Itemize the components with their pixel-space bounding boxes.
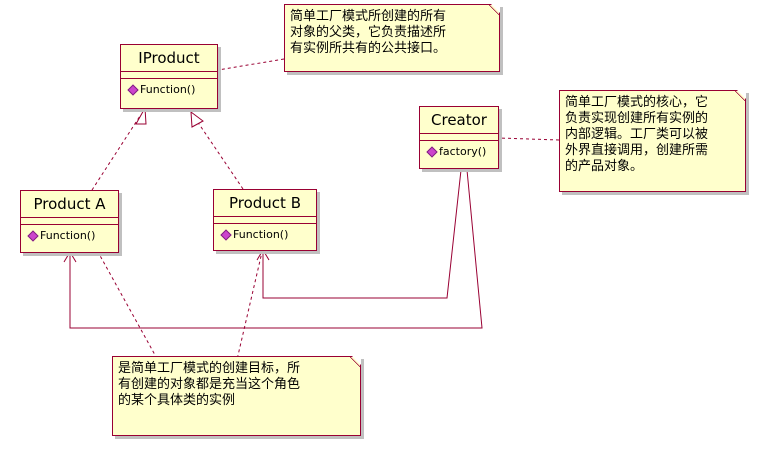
note-anchor-product-b (235, 251, 263, 365)
creator-operation: factory() (439, 145, 487, 158)
iproduct-class[interactable]: IProduct Function() (120, 44, 218, 109)
dependency-line-creator-product-a (69, 169, 483, 329)
creator-note[interactable]: 简单工厂模式的核心，它 负责实现创建所有实例的 内部逻辑。工厂类可以被 外界直接… (559, 90, 746, 192)
iproduct-class-name: IProduct (121, 45, 217, 72)
iproduct-operations-compartment: Function() (121, 79, 217, 96)
realization-line-product-a (91, 115, 141, 191)
realization-line-product-b (196, 120, 244, 190)
creator-note-text: 简单工厂模式的核心，它 负责实现创建所有实例的 内部逻辑。工厂类可以被 外界直接… (565, 95, 709, 174)
iproduct-note-text: 简单工厂模式所创建的所有 对象的父类，它负责描述所 有实例所共有的公共接口。 (290, 9, 447, 56)
creator-operations-compartment: factory() (420, 141, 498, 158)
iproduct-note[interactable]: 简单工厂模式所创建的所有 对象的父类，它负责描述所 有实例所共有的公共接口。 (284, 4, 500, 72)
product-b-class-name: Product B (214, 190, 316, 217)
note-fold-line (734, 90, 746, 102)
iproduct-operation: Function() (140, 83, 196, 96)
product-a-attributes-compartment (21, 218, 118, 225)
note-fold-line (488, 4, 500, 16)
product-a-class[interactable]: Product A Function() (20, 190, 119, 253)
dependency-line-creator-product-b (262, 169, 462, 299)
iproduct-attributes-compartment (121, 72, 217, 79)
note-anchor-product-a (97, 251, 161, 365)
product-b-operation: Function() (233, 228, 289, 241)
product-note[interactable]: 是简单工厂模式的创建目标，所 有创建的对象都是充当这个角色 的某个具体类的实例 (112, 356, 361, 436)
product-a-operation: Function() (40, 229, 96, 242)
operation-icon (220, 228, 232, 241)
product-a-operations-compartment: Function() (21, 225, 118, 242)
operation-icon (27, 229, 39, 242)
product-b-attributes-compartment (214, 217, 316, 224)
realization-arrowhead-product-a (135, 106, 147, 125)
note-anchor-iproduct (217, 58, 285, 71)
product-note-text: 是简单工厂模式的创建目标，所 有创建的对象都是充当这个角色 的某个具体类的实例 (118, 361, 301, 408)
creator-class[interactable]: Creator factory() (419, 106, 499, 169)
note-fold-line (349, 356, 361, 368)
product-b-class[interactable]: Product B Function() (213, 189, 317, 251)
realization-arrowhead-product-b (190, 110, 204, 128)
product-b-operations-compartment: Function() (214, 224, 316, 241)
operation-icon (426, 145, 438, 158)
creator-class-name: Creator (420, 107, 498, 134)
product-a-class-name: Product A (21, 191, 118, 218)
operation-icon (127, 83, 139, 96)
note-anchor-creator (498, 137, 560, 141)
creator-attributes-compartment (420, 134, 498, 141)
